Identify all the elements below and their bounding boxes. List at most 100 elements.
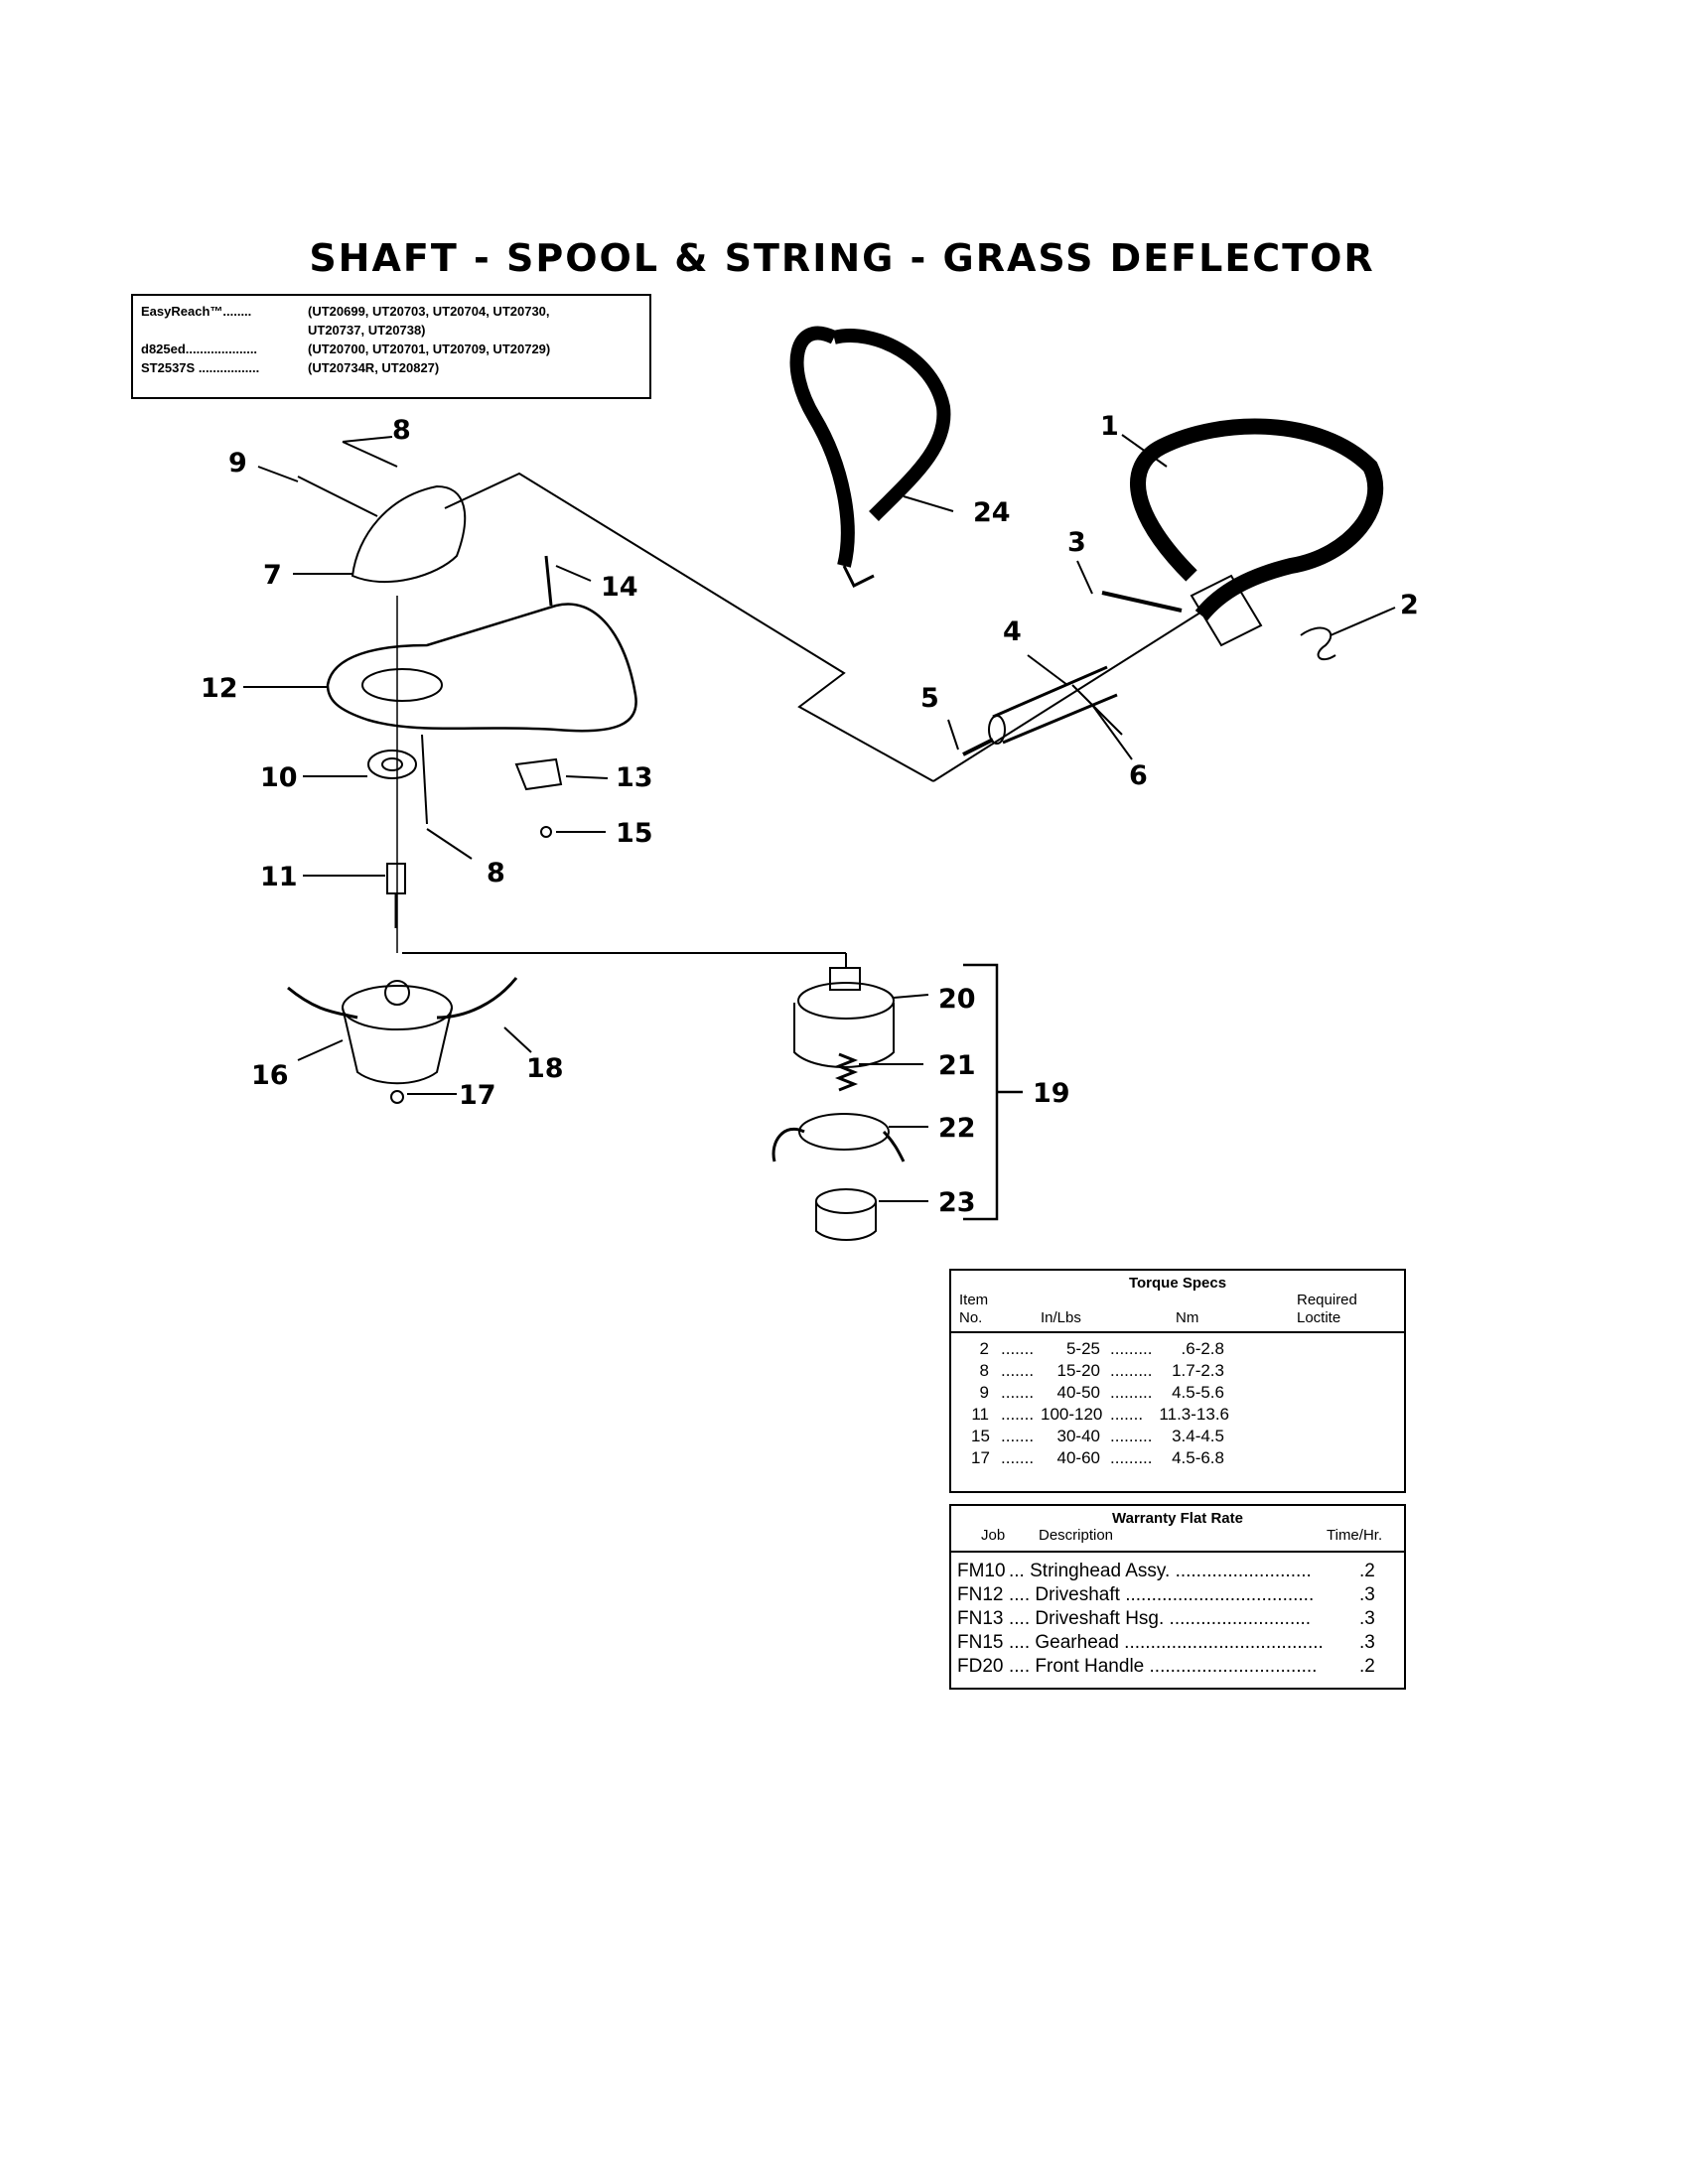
model-row: UT20737, UT20738)	[141, 321, 641, 340]
callout-6: 6	[1129, 760, 1148, 791]
job-description: .... Driveshaft ........................…	[1009, 1584, 1315, 1605]
job-code: FN13	[957, 1608, 1004, 1629]
bump-knob-part	[815, 1188, 877, 1241]
job-time: .3	[1359, 1584, 1375, 1605]
callout-19: 19	[1033, 1078, 1070, 1109]
model-name: d825ed....................	[141, 341, 258, 356]
warranty-flat-rate-table: Warranty Flat Rate Job Description Time/…	[949, 1504, 1406, 1690]
callout-10: 10	[260, 762, 298, 793]
warranty-title: Warranty Flat Rate	[1112, 1510, 1243, 1527]
job-description: .... Front Handle ......................…	[1009, 1656, 1318, 1677]
callout-12: 12	[201, 673, 238, 704]
table-row: FM10 ... Stringhead Assy. ..............…	[957, 1561, 1398, 1584]
nm-value: 1.7-2.3	[1172, 1361, 1224, 1380]
callout-4: 4	[1003, 616, 1022, 647]
screw-part	[342, 441, 398, 468]
item-no: 11	[971, 1405, 989, 1424]
model-numbers: UT20737, UT20738)	[308, 323, 426, 338]
job-time: .3	[1359, 1632, 1375, 1653]
inlbs-value: 5-25	[1065, 1339, 1100, 1358]
callout-14: 14	[601, 572, 638, 603]
inlbs-value: 100-120	[1041, 1405, 1103, 1424]
nm-value: 4.5-5.6	[1172, 1383, 1224, 1402]
job-time: .2	[1359, 1561, 1375, 1581]
screw-part	[297, 476, 378, 517]
job-code: FM10	[957, 1561, 1006, 1581]
pin-part	[962, 738, 994, 756]
job-description: ... Stringhead Assy. ...................…	[1009, 1561, 1312, 1581]
spool-part	[772, 1113, 906, 1162]
job-description: .... Gearhead ..........................…	[1009, 1632, 1324, 1653]
model-list-box: EasyReach™........ (UT20699, UT20703, UT…	[131, 294, 651, 399]
inlbs-value: 30-40	[1056, 1427, 1100, 1445]
callout-22: 22	[938, 1113, 976, 1144]
callout-23: 23	[938, 1187, 976, 1218]
model-numbers: (UT20700, UT20701, UT20709, UT20729)	[308, 341, 551, 356]
table-row: FD20 .... Front Handle .................…	[957, 1656, 1398, 1680]
model-row: ST2537S ................. (UT20734R, UT2…	[141, 358, 641, 377]
screw-part	[421, 734, 428, 825]
torque-specs-table: Torque Specs Item No. In/Lbs Nm Required…	[949, 1269, 1406, 1493]
model-numbers: (UT20734R, UT20827)	[308, 360, 440, 375]
model-numbers: (UT20699, UT20703, UT20704, UT20730,	[308, 304, 550, 319]
job-time: .3	[1359, 1608, 1375, 1629]
front-handle-part	[1130, 418, 1384, 647]
spool-housing-part	[793, 967, 895, 1068]
callout-13: 13	[616, 762, 653, 793]
job-description: .... Driveshaft Hsg. ...................…	[1009, 1608, 1312, 1629]
item-no: 8	[979, 1361, 989, 1380]
callout-1: 1	[1100, 411, 1119, 442]
bolt-part	[1101, 591, 1183, 613]
grass-deflector-part	[326, 603, 637, 733]
callout-3: 3	[1067, 527, 1086, 558]
model-row: d825ed.................... (UT20700, UT2…	[141, 340, 641, 358]
item-no: 17	[971, 1448, 990, 1467]
table-row: 8 ....... 15-20 ......... 1.7-2.3	[951, 1361, 1404, 1383]
nm-value: 11.3-13.6	[1159, 1405, 1229, 1424]
job-code: FN15	[957, 1632, 1004, 1653]
callout-8-lower: 8	[487, 858, 505, 888]
callout-7: 7	[263, 560, 282, 591]
table-row: FN15 .... Gearhead .....................…	[957, 1632, 1398, 1656]
col-nm: Nm	[1176, 1309, 1199, 1326]
callout-2: 2	[1400, 590, 1419, 620]
leader-lines	[243, 434, 1396, 1202]
model-row: EasyReach™........ (UT20699, UT20703, UT…	[141, 302, 641, 321]
table-row: 17 ....... 40-60 ......... 4.5-6.8	[971, 1448, 1224, 1467]
callout-17: 17	[459, 1080, 496, 1111]
nut-part	[390, 1090, 404, 1104]
callout-5: 5	[920, 683, 939, 714]
callout-18: 18	[526, 1053, 564, 1084]
col-time: Time/Hr.	[1327, 1527, 1383, 1544]
model-name: ST2537S .................	[141, 360, 260, 375]
drive-shaft-part	[988, 665, 1123, 745]
stringhead-part	[287, 977, 518, 1085]
clip-part	[1300, 626, 1336, 661]
col-inlbs: In/Lbs	[1041, 1309, 1081, 1326]
inlbs-value: 40-60	[1056, 1448, 1100, 1467]
item-no: 2	[979, 1339, 989, 1358]
gearhead-cover-part	[351, 484, 467, 584]
table-row: FN13 .... Driveshaft Hsg. ..............…	[957, 1608, 1398, 1632]
spring-part	[834, 1052, 859, 1092]
callout-20: 20	[938, 984, 976, 1015]
nut-part	[540, 826, 552, 838]
callout-21: 21	[938, 1050, 976, 1081]
item-no: 9	[979, 1383, 989, 1402]
job-code: FN12	[957, 1584, 1004, 1605]
bearing-part	[367, 750, 417, 779]
callout-9: 9	[228, 448, 247, 478]
screw-part	[544, 555, 553, 607]
table-row: FN12 .... Driveshaft ...................…	[957, 1584, 1398, 1608]
col-loctite: Required Loctite	[1297, 1292, 1357, 1326]
nm-value: 4.5-6.8	[1172, 1448, 1224, 1467]
table-row: 11 ....... 100-120 ....... 11.3-13.6	[971, 1405, 1229, 1424]
nm-value: 3.4-4.5	[1172, 1427, 1224, 1445]
col-description: Description	[1039, 1527, 1114, 1544]
inlbs-value: 40-50	[1056, 1383, 1100, 1402]
bracket-part	[514, 757, 563, 791]
shoulder-strap-part	[789, 326, 951, 589]
nm-value: .6-2.8	[1181, 1339, 1224, 1358]
col-job: Job	[981, 1527, 1006, 1544]
inlbs-value: 15-20	[1056, 1361, 1100, 1380]
